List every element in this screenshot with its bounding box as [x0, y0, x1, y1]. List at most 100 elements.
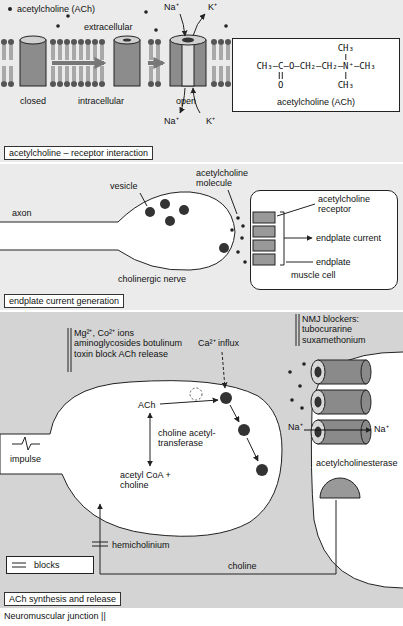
label: intracellular: [78, 96, 124, 106]
lipid-tail: [73, 66, 74, 81]
panel-caption: endplate current generation: [4, 294, 124, 308]
label: acetylcholinesterase: [316, 458, 398, 468]
lipid-head: [211, 39, 217, 45]
lipid-head: [92, 81, 98, 87]
panel-b-art: [241, 224, 245, 228]
lipid-tail: [68, 66, 69, 81]
lipid-tail: [89, 66, 90, 81]
lipid-tail: [101, 45, 102, 60]
label: hemicholinium: [112, 540, 170, 550]
lipid-head: [71, 39, 77, 45]
lipid-head: [85, 81, 91, 87]
lipid-head: [64, 81, 70, 87]
lipid-tail: [213, 45, 214, 60]
opening-channel: [114, 40, 140, 86]
lipid-head: [8, 81, 14, 87]
panel-c-art: [361, 390, 371, 414]
panel-a-art: [0, 0, 403, 162]
lipid-tail: [222, 66, 223, 81]
lipid-head: [211, 81, 217, 87]
label: vesicle: [110, 181, 138, 191]
panel-b-art: [253, 240, 275, 251]
panel-b-art: [0, 192, 235, 270]
lipid-tail: [229, 45, 230, 60]
lipid-tail: [103, 66, 104, 81]
ach-dots: [144, 10, 148, 14]
label: impulse: [10, 454, 41, 464]
lipid-tail: [10, 66, 11, 81]
lipid-tail: [215, 66, 216, 81]
lipid-head: [57, 39, 63, 45]
panel-c-art: [238, 424, 250, 436]
leader-lines: [228, 190, 237, 214]
lipid-tail: [12, 66, 13, 81]
panel-c-art: [220, 392, 268, 476]
lipid-tail: [89, 45, 90, 60]
lipid-tail: [159, 45, 160, 60]
methyl-group: CH₃: [338, 43, 354, 53]
panel-c-art: [150, 413, 151, 466]
label: Na⁺: [164, 116, 179, 126]
panel-b-art: [145, 207, 155, 217]
lipid-tail: [54, 66, 55, 81]
transition-arrow: [148, 61, 163, 65]
lipid-head: [8, 39, 14, 45]
double-bond: [279, 72, 280, 79]
closed-channel: [20, 40, 46, 86]
label: axon: [12, 208, 32, 218]
lipid-tail: [75, 45, 76, 60]
panel-b-art: [253, 254, 275, 265]
label: ACh: [138, 400, 156, 410]
lipid-tail: [52, 45, 53, 60]
lipid-tail: [220, 66, 221, 81]
lipid-tail: [59, 66, 60, 81]
panel-c-art: [302, 362, 306, 366]
panel-c-art: [299, 314, 300, 346]
panel-c-art: [0, 381, 282, 537]
label: K⁺: [206, 116, 215, 126]
lipid-tail: [82, 45, 83, 60]
lipid-tail: [52, 66, 53, 81]
label: open: [176, 96, 196, 106]
panel-c-art: [0, 312, 403, 608]
panel-c-art: [71, 328, 72, 372]
lipid-tail: [227, 66, 228, 81]
panel-c-art: [92, 542, 108, 543]
panel-b-art: [250, 190, 398, 290]
panel-c-art: [311, 390, 325, 414]
panel-c-art: [361, 360, 371, 384]
lipid-tail: [227, 45, 228, 60]
panel-band: acetylcholine – receptor interactionCH₃C…: [0, 0, 403, 162]
label: choline: [228, 561, 257, 571]
opening-channel: [123, 39, 131, 42]
lipid-tail: [96, 45, 97, 60]
lipid-tail: [215, 45, 216, 60]
lipid-tail: [5, 45, 6, 60]
lipid-tail: [157, 45, 158, 60]
panel-c-art: [304, 430, 371, 431]
panel-c-art: [247, 438, 258, 461]
lipid-head: [57, 81, 63, 87]
lipid-tail: [80, 66, 81, 81]
open-channel: [170, 35, 206, 86]
panel-c-art: [361, 420, 371, 444]
muscle-label: muscle cell: [291, 270, 336, 280]
lipid-tail: [94, 66, 95, 81]
label: Mg²⁺, Co²⁺ ions aminoglycosides botulinu…: [74, 328, 184, 359]
lipid-tail: [61, 45, 62, 60]
closed-channel: [20, 36, 46, 44]
label: cholinergic nerve: [118, 274, 186, 284]
panel-c-art: [288, 362, 306, 410]
lipid-tail: [94, 45, 95, 60]
panel-c-art: [315, 367, 321, 377]
panel-c-art: [300, 406, 304, 410]
lipid-head: [99, 39, 105, 45]
bond: [345, 54, 346, 60]
panel-b-art: [243, 260, 247, 264]
panel-c-art: [288, 370, 292, 374]
lipid-tail: [75, 66, 76, 81]
label: extracellular: [84, 22, 133, 32]
formula-box: CH₃CH₃–C–O–CH₂–CH₂–N⁺–CH₃OCH₃acetylcholi…: [232, 38, 400, 112]
panel-c-art: [92, 546, 108, 547]
lipid-tail: [220, 45, 221, 60]
